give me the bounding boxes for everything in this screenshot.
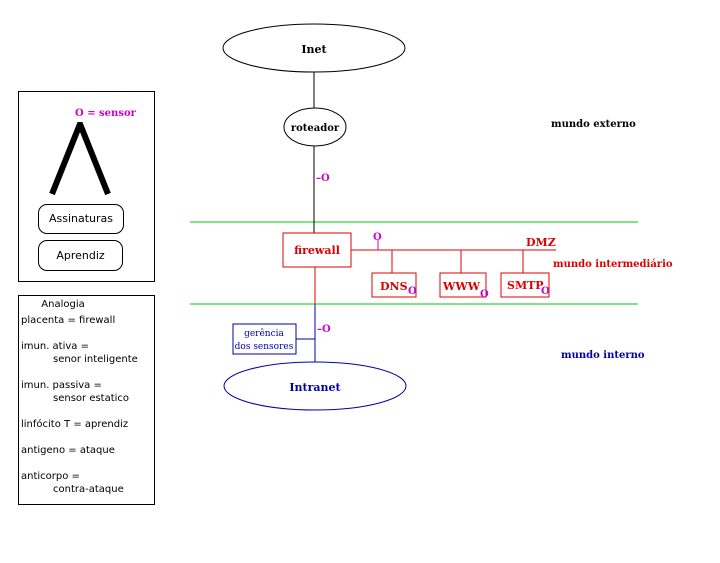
- zone-externo-label: mundo externo: [551, 119, 636, 130]
- gerencia-node: [232, 323, 297, 355]
- sensor-internal: –O: [317, 324, 331, 335]
- intranet-label: Intranet: [289, 381, 341, 394]
- analogia-panel: Analogia placenta = firewall imun. ativa…: [18, 295, 155, 505]
- analogia-imun-ativa-2: senor inteligente: [53, 354, 138, 365]
- www-node: [439, 272, 487, 298]
- analogia-placenta: placenta = firewall: [21, 315, 116, 326]
- zone-interno-label: mundo interno: [561, 350, 645, 361]
- www-sensor: O: [480, 289, 489, 300]
- roteador-node: [283, 107, 347, 147]
- gerencia-label-1: gerência: [244, 328, 284, 339]
- analogia-anticorpo-2: contra-ataque: [53, 484, 124, 495]
- analogia-linfocito: linfócito T = aprendiz: [21, 419, 129, 430]
- firewall-label: firewall: [294, 244, 340, 257]
- gerencia-label-2: dos sensores: [235, 342, 294, 352]
- sensor-legend-label: O = sensor: [75, 108, 136, 119]
- analogia-imun-ativa: imun. ativa =: [21, 341, 89, 352]
- dns-node: [371, 272, 417, 298]
- lambda-icon: [49, 122, 111, 196]
- analogia-anticorpo: anticorpo =: [21, 471, 80, 482]
- zone-intermediario-label: mundo intermediário: [553, 259, 673, 270]
- inet-node: [222, 23, 406, 73]
- analogia-imun-passiva: imun. passiva =: [21, 380, 102, 391]
- firewall-node: [282, 232, 352, 268]
- analogia-title: Analogia: [41, 299, 85, 310]
- www-label: WWW: [442, 280, 481, 293]
- analogia-antigeno: antigeno = ataque: [21, 445, 115, 456]
- smtp-node: [500, 272, 550, 298]
- dns-sensor: O: [408, 286, 417, 297]
- assinaturas-box: Assinaturas: [38, 204, 124, 234]
- aprendiz-box: Aprendiz: [38, 240, 123, 271]
- intranet-node: [223, 361, 407, 411]
- smtp-sensor: O: [541, 286, 550, 297]
- smtp-label: SMTP: [507, 279, 544, 292]
- inet-label: Inet: [301, 43, 327, 56]
- analogia-imun-passiva-2: sensor estatico: [53, 393, 130, 404]
- dns-label: DNS: [380, 280, 408, 293]
- sensor-dmz: O: [373, 232, 382, 243]
- roteador-label: roteador: [291, 123, 340, 134]
- sensor-external: –O: [316, 173, 330, 184]
- dmz-label: DMZ: [526, 236, 556, 249]
